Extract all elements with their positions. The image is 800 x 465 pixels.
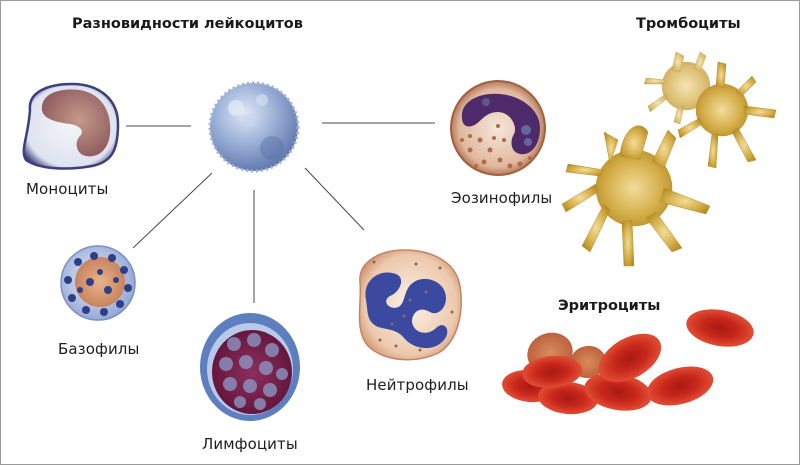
monocyte-cell: [22, 82, 120, 170]
platelet-small-back: [643, 51, 711, 125]
heading-platelets: Тромбоциты: [636, 16, 741, 32]
label-basophils: Базофилы: [58, 340, 140, 358]
platelet-large: [561, 125, 711, 267]
label-lymphocytes: Лимфоциты: [202, 435, 298, 453]
basophil-cell: [60, 245, 136, 321]
connector-basophil: [132, 172, 213, 249]
platelet-cells: [561, 51, 777, 267]
neutrophil-cell: [358, 249, 462, 361]
heading-leukocyte-types: Разновидности лейкоцитов: [72, 16, 303, 32]
stem-leukocyte-cell: [208, 81, 300, 173]
label-eosinophils: Эозинофилы: [451, 189, 553, 207]
platelet-small-front: [677, 61, 777, 169]
lymphocyte-cell: [200, 313, 300, 421]
heading-erythrocytes: Эритроциты: [558, 298, 661, 314]
connector-neutrophil: [304, 167, 365, 231]
eosinophil-cell: [450, 80, 546, 176]
erythrocyte-cells: [502, 309, 754, 415]
connector-lines: [126, 122, 435, 303]
label-monocytes: Моноциты: [26, 180, 109, 198]
label-neutrophils: Нейтрофилы: [366, 376, 469, 394]
